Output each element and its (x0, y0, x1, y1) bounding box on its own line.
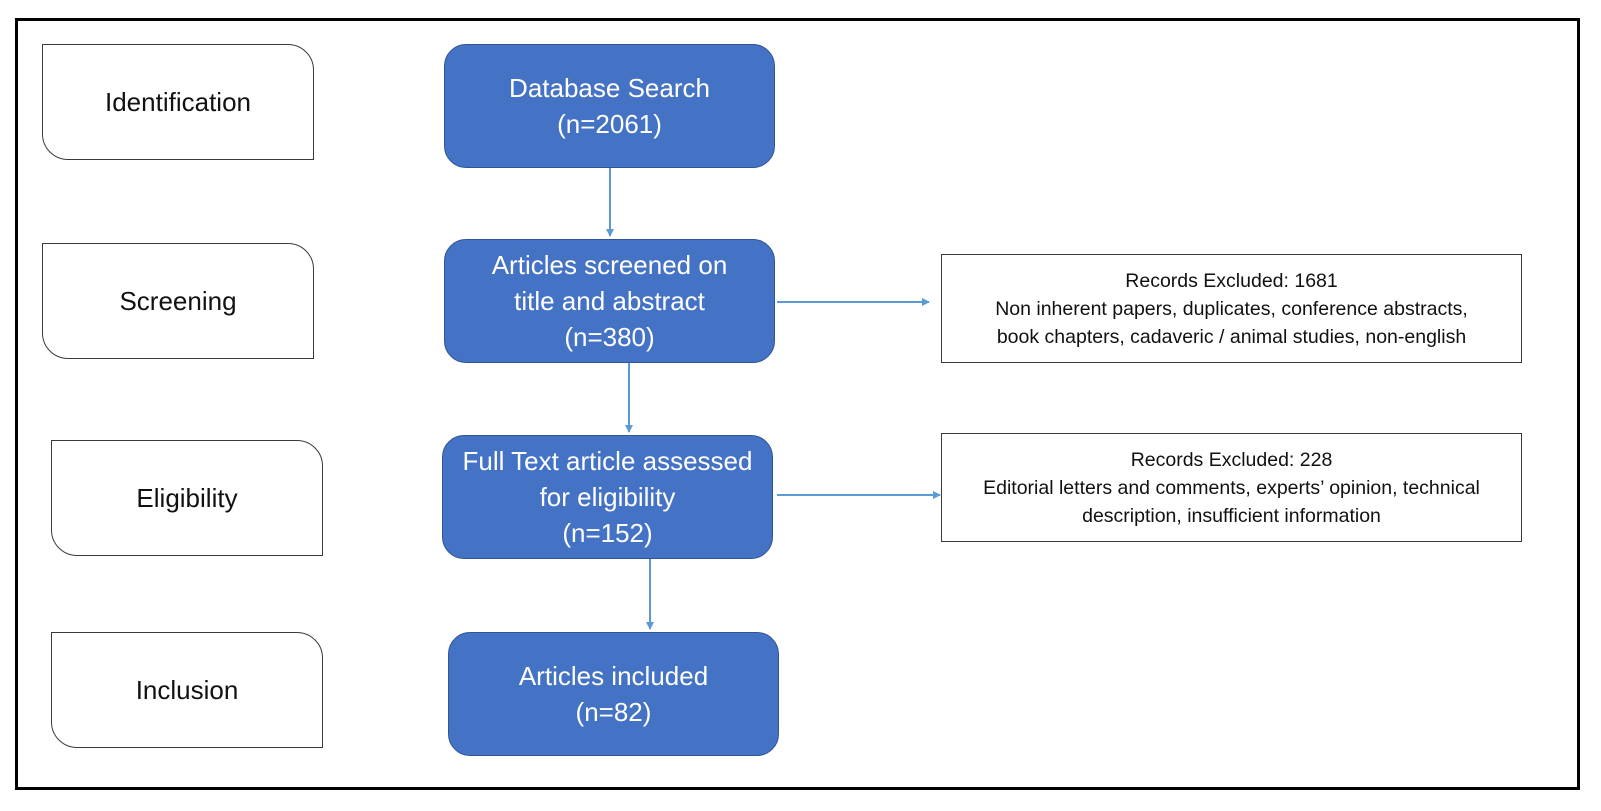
included-box: Articles included (n=82) (448, 632, 779, 756)
screened-count: (n=380) (564, 322, 655, 352)
eligibility-exclusion-title: Records Excluded: 228 (1130, 448, 1333, 471)
screening-exclusion-line2: book chapters, cadaveric / animal studie… (996, 325, 1467, 348)
eligibility-exclusion-line2: description, insufficient information (1082, 504, 1381, 527)
screened-title-line2: title and abstract (514, 286, 705, 316)
eligibility-exclusion-box: Records Excluded: 228 Editorial letters … (941, 433, 1522, 542)
stage-identification-label: Identification (105, 86, 251, 117)
screened-title-line1: Articles screened on (491, 250, 728, 280)
full-text-title-line1: Full Text article assessed (462, 446, 753, 476)
full-text-count: (n=152) (562, 518, 653, 548)
full-text-title-line2: for eligibility (539, 482, 676, 512)
database-search-box: Database Search (n=2061) (444, 44, 775, 168)
screening-exclusion-box: Records Excluded: 1681 Non inherent pape… (941, 254, 1522, 363)
stage-screening: Screening (42, 243, 314, 359)
stage-eligibility-label: Eligibility (136, 482, 238, 513)
full-text-box: Full Text article assessed for eligibili… (442, 435, 773, 559)
screening-exclusion-line1: Non inherent papers, duplicates, confere… (995, 297, 1468, 320)
included-count: (n=82) (575, 697, 652, 727)
database-search-count: (n=2061) (557, 109, 662, 139)
eligibility-exclusion-line1: Editorial letters and comments, experts’… (983, 476, 1480, 499)
stage-eligibility: Eligibility (51, 440, 323, 556)
stage-inclusion: Inclusion (51, 632, 323, 748)
stage-screening-label: Screening (119, 285, 237, 316)
screened-box: Articles screened on title and abstract … (444, 239, 775, 363)
stage-identification: Identification (42, 44, 314, 160)
stage-inclusion-label: Inclusion (135, 674, 239, 705)
screening-exclusion-title: Records Excluded: 1681 (1125, 269, 1338, 292)
included-title: Articles included (518, 661, 709, 691)
database-search-title: Database Search (509, 73, 710, 103)
